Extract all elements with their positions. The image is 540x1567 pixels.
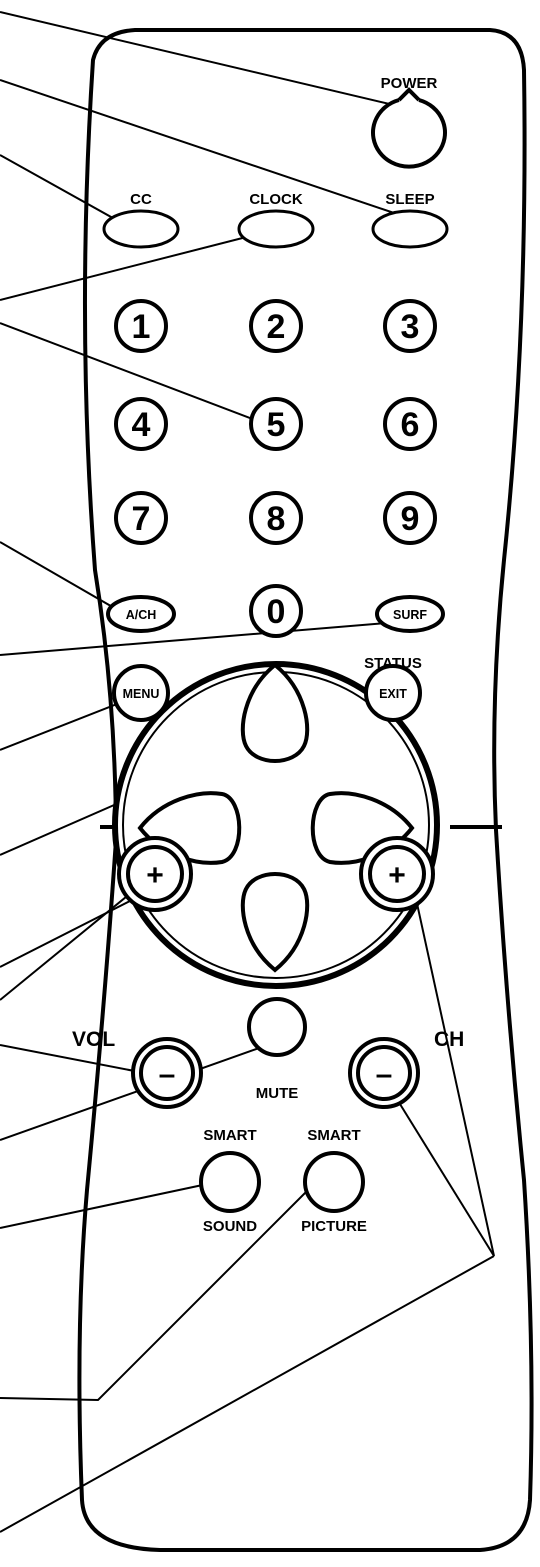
smart-picture-bottom-label: PICTURE bbox=[301, 1218, 367, 1235]
surf-label: SURF bbox=[393, 608, 427, 622]
number-keypad: 1 2 3 4 5 6 7 8 9 0 bbox=[116, 301, 435, 636]
ch-label: CH bbox=[434, 1028, 464, 1051]
volume-up-symbol: + bbox=[146, 859, 164, 892]
cc-button[interactable] bbox=[104, 211, 178, 247]
cc-label: CC bbox=[130, 191, 152, 208]
channel-down-symbol: – bbox=[376, 1058, 393, 1091]
key-3-label: 3 bbox=[401, 308, 420, 346]
smart-sound-top-label: SMART bbox=[203, 1127, 256, 1144]
smart-sound-button[interactable] bbox=[201, 1153, 259, 1211]
mute-button[interactable] bbox=[249, 999, 305, 1055]
volume-down-symbol: – bbox=[159, 1058, 176, 1091]
menu-label: MENU bbox=[123, 687, 160, 701]
mute-label: MUTE bbox=[256, 1085, 299, 1102]
ach-label: A/CH bbox=[126, 608, 157, 622]
sleep-button[interactable] bbox=[373, 211, 447, 247]
key-0-label: 0 bbox=[267, 593, 286, 631]
key-4-label: 4 bbox=[132, 406, 151, 444]
vol-label: VOL bbox=[72, 1028, 115, 1051]
clock-button[interactable] bbox=[239, 211, 313, 247]
power-button[interactable] bbox=[373, 100, 445, 167]
exit-label: EXIT bbox=[379, 687, 407, 701]
smart-sound-bottom-label: SOUND bbox=[203, 1218, 257, 1235]
clock-label: CLOCK bbox=[249, 191, 302, 208]
channel-up-symbol: + bbox=[388, 859, 406, 892]
key-9-label: 9 bbox=[401, 500, 420, 538]
key-5-label: 5 bbox=[267, 406, 286, 444]
key-2-label: 2 bbox=[267, 308, 286, 346]
key-7-label: 7 bbox=[132, 500, 151, 538]
smart-picture-button[interactable] bbox=[305, 1153, 363, 1211]
key-8-label: 8 bbox=[267, 500, 286, 538]
sleep-label: SLEEP bbox=[385, 191, 434, 208]
smart-picture-top-label: SMART bbox=[307, 1127, 360, 1144]
key-1-label: 1 bbox=[132, 308, 151, 346]
key-6-label: 6 bbox=[401, 406, 420, 444]
